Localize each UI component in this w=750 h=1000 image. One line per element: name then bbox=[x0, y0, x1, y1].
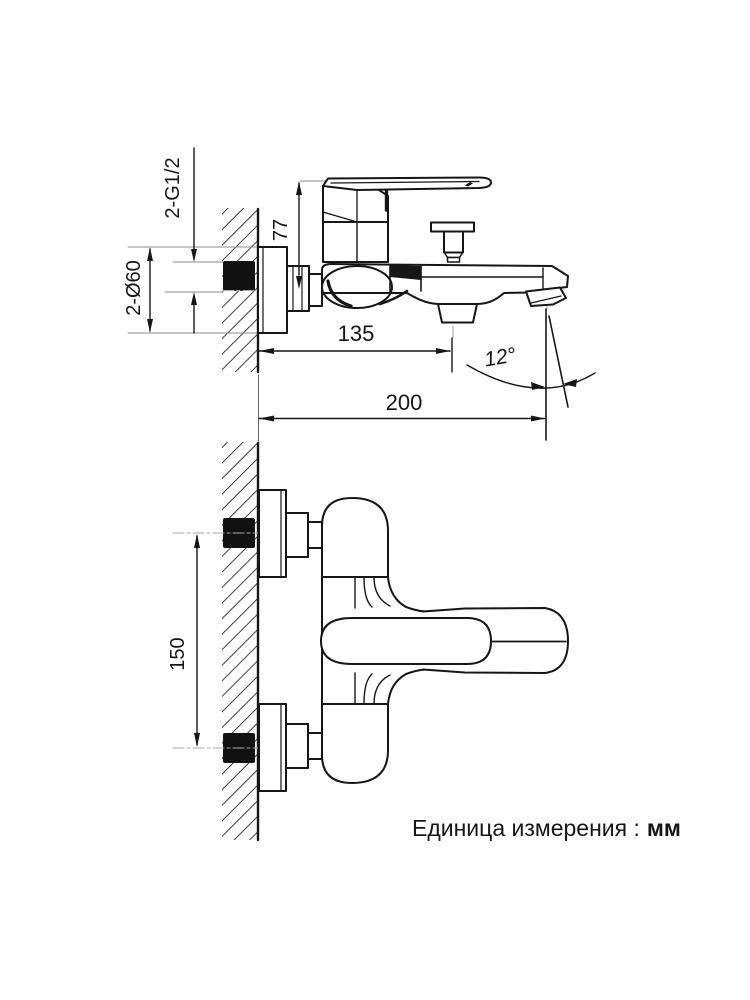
cartridge-housing bbox=[322, 221, 389, 263]
dimension-flange-diameter: 2-Ø60 bbox=[123, 247, 153, 333]
diverter-knob bbox=[430, 221, 475, 263]
spout-reach-label: 200 bbox=[386, 390, 423, 415]
side-view: 2-G1/2 2-Ø60 77 135 2 bbox=[123, 147, 596, 442]
flange-plan-top bbox=[258, 489, 287, 578]
lever-inner-shape bbox=[320, 617, 492, 665]
faucet-side bbox=[257, 176, 569, 334]
thread-label: 2-G1/2 bbox=[162, 157, 184, 218]
flange-side bbox=[257, 246, 288, 334]
flange-diameter-label: 2-Ø60 bbox=[123, 260, 145, 316]
handle-height-label: 77 bbox=[270, 219, 292, 241]
body-joint-sphere bbox=[321, 265, 393, 309]
body-cap-bottom bbox=[321, 703, 389, 784]
eccentric-step-bottom bbox=[285, 723, 309, 769]
extent-lines-side bbox=[127, 180, 331, 442]
caption-label: Единица измерения : bbox=[412, 815, 640, 841]
eccentric-step-top bbox=[285, 512, 309, 558]
wall-pipe-block-side bbox=[223, 261, 255, 291]
caption-unit: мм bbox=[647, 815, 681, 841]
inlet-pipe-plan-bottom bbox=[307, 732, 323, 760]
dimension-thread: 2-G1/2 bbox=[162, 147, 197, 334]
dimension-spacing: 150 bbox=[167, 534, 200, 747]
dimension-reach: 200 bbox=[258, 390, 546, 422]
spout-center-label: 135 bbox=[338, 321, 375, 346]
body-cap-top bbox=[321, 497, 389, 578]
dimension-angle: 12° bbox=[466, 308, 596, 441]
wall-hatch-plan bbox=[222, 442, 258, 840]
neck-contours bbox=[354, 576, 391, 705]
lever-handle-side bbox=[322, 176, 492, 191]
body-section-band bbox=[390, 265, 421, 280]
inlet-pipe bbox=[308, 273, 323, 307]
dimension-spout-center: 135 bbox=[258, 321, 453, 373]
caption: Единица измерения : мм bbox=[412, 815, 681, 841]
dimension-height: 77 bbox=[270, 181, 302, 289]
inlet-spacing-label: 150 bbox=[167, 637, 189, 670]
eccentric-nut bbox=[286, 265, 310, 312]
flange-plan-bottom bbox=[258, 703, 287, 792]
faucet-plan bbox=[258, 489, 569, 792]
aerator bbox=[437, 303, 478, 324]
plan-view: 150 bbox=[167, 441, 569, 842]
spout-angle-label: 12° bbox=[482, 343, 517, 371]
inlet-pipe-plan-top bbox=[307, 521, 323, 549]
